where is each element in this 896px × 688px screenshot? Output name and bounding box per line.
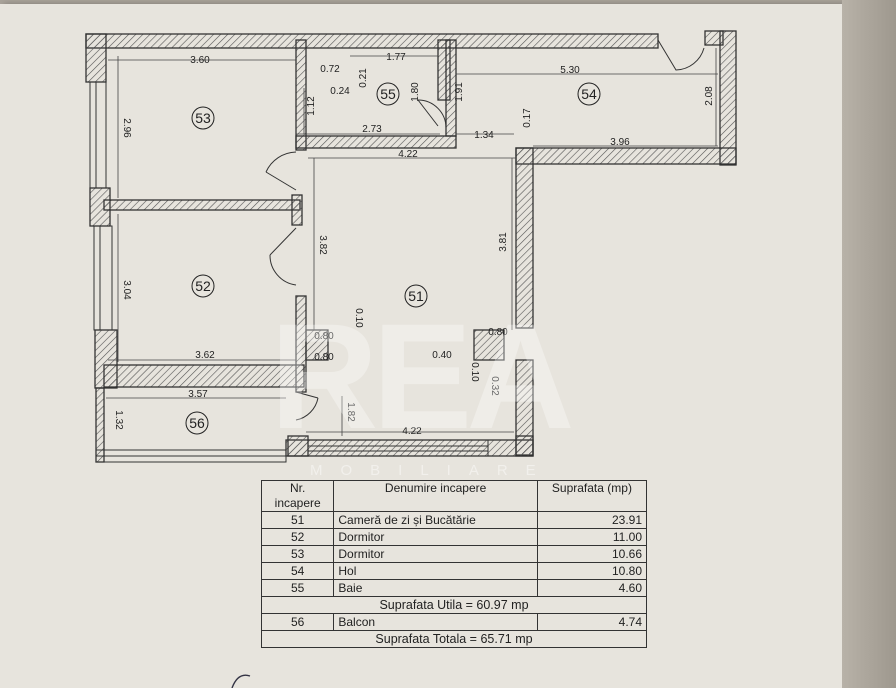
dim-5-30: 5.30 — [560, 65, 580, 76]
watermark-logo: REA — [270, 292, 575, 460]
row-nr: 52 — [260, 528, 335, 546]
row-nr: 51 — [260, 511, 335, 529]
dim-3-82: 3.82 — [317, 235, 328, 255]
row-area: 4.74 — [536, 613, 648, 631]
row-area: 10.66 — [536, 545, 648, 563]
table-row: 51 Cameră de zi și Bucătărie 23.91 — [260, 511, 648, 529]
windows — [89, 81, 489, 463]
room-55-label: 55 — [380, 86, 396, 102]
suprafata-totala: Suprafata Totala = 65.71 mp — [261, 630, 647, 648]
suprafata-utila-row: Suprafata Utila = 60.97 mp — [261, 596, 647, 614]
dim-0-72: 0.72 — [320, 64, 340, 75]
dim-3-62: 3.62 — [195, 350, 215, 361]
dim-0-32: 0.32 — [489, 376, 500, 396]
walls — [85, 30, 737, 463]
dim-0-80-a: 0.80 — [314, 331, 334, 342]
dim-0-17: 0.17 — [522, 108, 533, 128]
dim-4-22-top: 4.22 — [398, 149, 418, 160]
paper-edge — [842, 0, 896, 688]
dim-2-96: 2.96 — [121, 118, 132, 138]
row-name: Balcon — [333, 613, 538, 631]
dim-4-22-bottom: 4.22 — [402, 426, 422, 437]
header-name: Denumire incapere — [333, 480, 538, 512]
suprafata-totala-row: Suprafata Totala = 65.71 mp — [261, 630, 647, 648]
dim-3-96: 3.96 — [610, 137, 630, 148]
row-nr: 56 — [260, 613, 335, 631]
dim-1-12: 1.12 — [306, 96, 317, 116]
row-area: 11.00 — [536, 528, 648, 546]
room-51-label: 51 — [408, 288, 424, 304]
room-legend-table: Nr. incapere Denumire incapere Suprafata… — [260, 480, 648, 648]
dim-0-80-c: 0.80 — [488, 327, 508, 338]
watermark-subtitle: MOBILIARE — [310, 462, 554, 479]
legend-header-row: Nr. incapere Denumire incapere Suprafata… — [260, 480, 648, 512]
dim-3-57: 3.57 — [188, 389, 208, 400]
dim-1-34: 1.34 — [474, 130, 494, 141]
dim-0-40: 0.40 — [432, 350, 452, 361]
dim-0-10-b: 0.10 — [469, 362, 480, 382]
dim-0-80-b: 0.80 — [314, 352, 334, 363]
dim-1-91: 1.91 — [454, 82, 465, 102]
dimension-labels: 3.60 2.96 3.04 3.62 3.57 1.32 3.82 4.22 … — [113, 52, 715, 437]
room-labels: 53 52 55 54 51 56 — [185, 82, 601, 435]
room-52-label: 52 — [195, 278, 211, 294]
dimension-lines — [106, 48, 718, 436]
row-nr: 55 — [260, 579, 335, 597]
dim-2-73: 2.73 — [362, 124, 382, 135]
dim-3-60: 3.60 — [190, 55, 210, 66]
dim-2-08: 2.08 — [704, 86, 715, 106]
row-nr: 54 — [260, 562, 335, 580]
table-row: 54 Hol 10.80 — [260, 562, 648, 580]
dim-0-10-a: 0.10 — [353, 308, 364, 328]
suprafata-utila: Suprafata Utila = 60.97 mp — [261, 596, 647, 614]
row-area: 10.80 — [536, 562, 648, 580]
room-53-label: 53 — [195, 110, 211, 126]
dim-3-04: 3.04 — [121, 280, 132, 300]
header-area: Suprafata (mp) — [536, 480, 648, 512]
pen-mark — [231, 674, 251, 688]
table-row: 55 Baie 4.60 — [260, 579, 648, 597]
room-56-label: 56 — [189, 415, 205, 431]
row-name: Dormitor — [333, 528, 538, 546]
row-name: Cameră de zi și Bucătărie — [333, 511, 538, 529]
dim-0-24: 0.24 — [330, 86, 350, 97]
door-swings — [265, 39, 705, 421]
dim-0-21: 0.21 — [358, 68, 369, 88]
row-nr: 53 — [260, 545, 335, 563]
dim-1-32: 1.32 — [113, 410, 124, 430]
row-name: Dormitor — [333, 545, 538, 563]
table-row: 52 Dormitor 11.00 — [260, 528, 648, 546]
table-row: 56 Balcon 4.74 — [260, 613, 648, 631]
row-name: Hol — [333, 562, 538, 580]
dim-1-77: 1.77 — [386, 52, 406, 63]
dim-3-81: 3.81 — [498, 232, 509, 252]
row-name: Baie — [333, 579, 538, 597]
row-area: 4.60 — [536, 579, 648, 597]
header-nr: Nr. incapere — [260, 480, 335, 512]
table-row: 53 Dormitor 10.66 — [260, 545, 648, 563]
dim-1-80: 1.80 — [410, 82, 421, 102]
dim-1-82: 1.82 — [345, 402, 356, 422]
room-54-label: 54 — [581, 86, 597, 102]
row-area: 23.91 — [536, 511, 648, 529]
